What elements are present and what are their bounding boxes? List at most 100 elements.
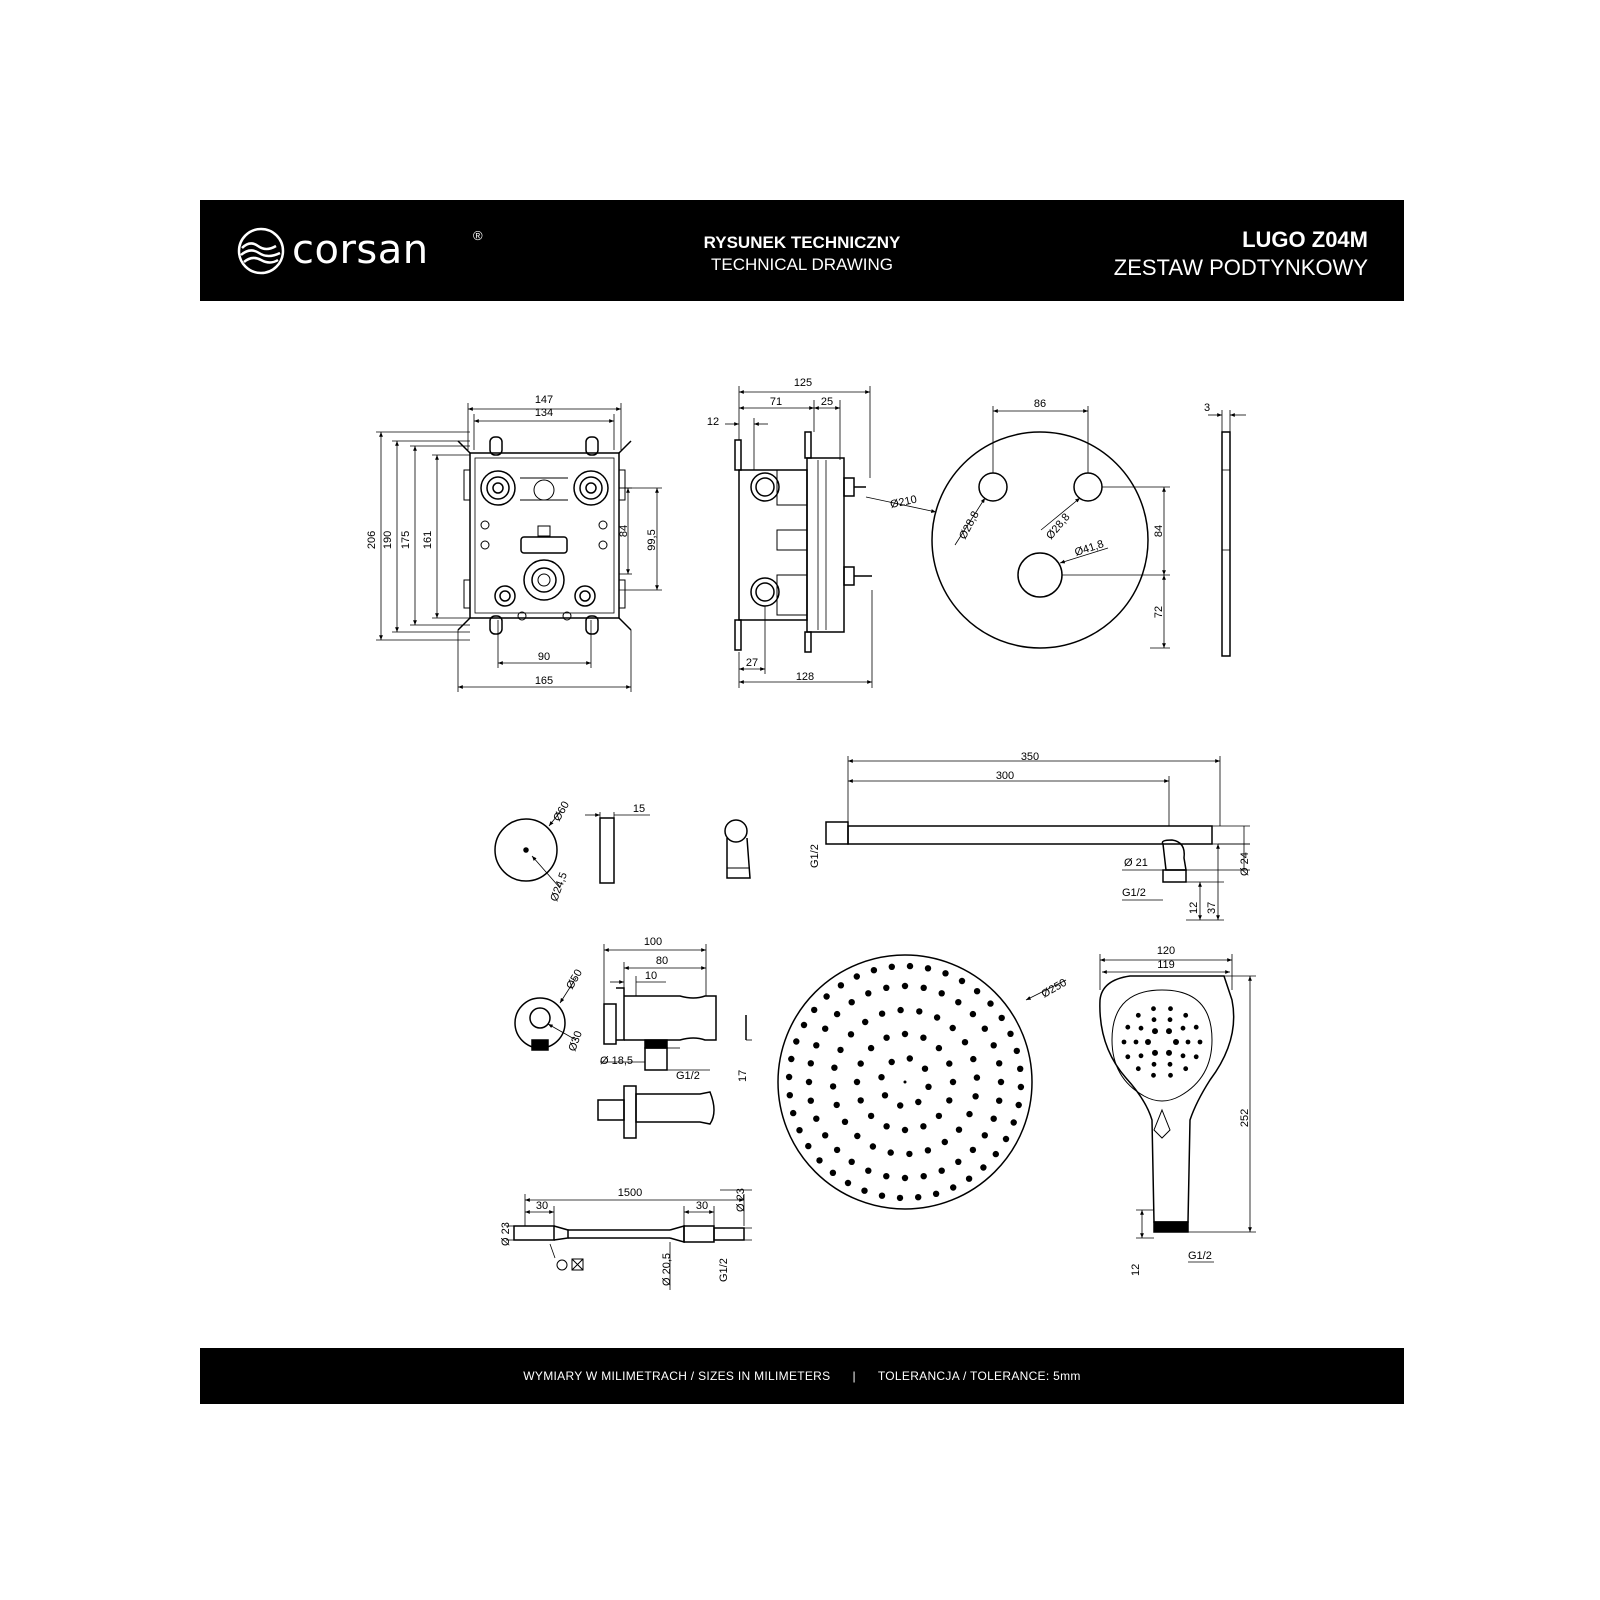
nozzle [970, 1055, 977, 1063]
nozzle [823, 993, 830, 1000]
dim-71: 71 [770, 396, 782, 408]
nozzle [854, 1132, 861, 1140]
box-side-view [734, 431, 872, 653]
nozzle [853, 973, 860, 980]
nozzle [816, 1157, 823, 1164]
nozzle [972, 1093, 979, 1100]
nozzle [946, 1060, 953, 1067]
dim-90: 90 [538, 651, 550, 663]
nozzle [813, 1115, 820, 1122]
hand-shower-labels: 120 119 252 12 G1/2 [1130, 945, 1251, 1276]
nozzle [966, 1110, 973, 1118]
nozzle [796, 1127, 803, 1134]
nozzle [807, 1097, 814, 1104]
hand-nozzle [1152, 1049, 1158, 1056]
nozzle [786, 1092, 793, 1099]
dim-12-hand: 12 [1130, 1264, 1142, 1276]
nozzle [865, 990, 872, 997]
hand-nozzle [1166, 1049, 1172, 1056]
nozzle [848, 1158, 855, 1166]
nozzle [878, 1074, 885, 1081]
units-note: WYMIARY W MILIMETRACH / SIZES IN MILIMET… [523, 1369, 831, 1383]
brand-logo: corsan ® [236, 226, 483, 278]
dim-125: 125 [794, 377, 812, 389]
nozzle [901, 1030, 909, 1038]
nozzle [867, 1112, 875, 1120]
nozzle [883, 1173, 890, 1180]
nozzle [925, 1083, 932, 1091]
product-code: LUGO Z04M [1242, 227, 1368, 252]
nozzle [800, 1021, 808, 1029]
nozzle [878, 1192, 886, 1199]
nozzle [1017, 1065, 1024, 1073]
dim-175: 175 [400, 531, 412, 549]
header-bar: corsan ® RYSUNEK TECHNICZNY TECHNICAL DR… [200, 200, 1404, 301]
nozzle [831, 1064, 838, 1071]
nozzle [857, 1097, 864, 1104]
dim-phi-50: Ø50 [564, 967, 585, 991]
product-name: ZESTAW PODTYNKOWY [1113, 255, 1368, 280]
hand-shower-nozzles [1121, 1006, 1203, 1078]
nozzle [955, 1126, 963, 1133]
nozzle [829, 1083, 837, 1090]
dim-30-right: 30 [696, 1200, 708, 1212]
nozzle [973, 988, 981, 995]
hand-nozzle [1151, 1072, 1156, 1078]
nozzle [949, 1024, 956, 1032]
nozzle [822, 1025, 829, 1032]
dim-37: 37 [1206, 902, 1218, 914]
hand-nozzle [1145, 1039, 1151, 1045]
hand-nozzle [1151, 1017, 1157, 1023]
nozzle [837, 982, 845, 989]
nozzle [848, 999, 855, 1006]
dim-119: 119 [1157, 959, 1175, 971]
dim-phi-30: Ø30 [567, 1029, 585, 1053]
nozzle [981, 1132, 988, 1139]
dim-phi-21: Ø 21 [1124, 857, 1148, 869]
hand-nozzle [1173, 1039, 1179, 1045]
hand-nozzle [1133, 1039, 1139, 1045]
hand-nozzle [1180, 1053, 1186, 1059]
thread-g1-2-arm: G1/2 [809, 844, 821, 868]
shower-arm-dims [847, 756, 1250, 921]
shower-arm-view [825, 821, 1213, 883]
nozzle [950, 1184, 957, 1191]
dim-72: 72 [1153, 606, 1165, 618]
shower-head-labels: Ø250 [1040, 977, 1069, 1001]
thread-g1-2-hand: G1/2 [1188, 1250, 1212, 1262]
dim-phi-60: Ø60 [551, 799, 572, 823]
hand-nozzle [1121, 1039, 1127, 1045]
nozzle [861, 1187, 868, 1194]
nozzle [887, 1149, 894, 1156]
dim-161: 161 [422, 531, 434, 549]
nozzle [865, 1167, 872, 1174]
hand-nozzle [1151, 1006, 1156, 1012]
shower-head-dims [1025, 979, 1067, 1001]
hand-nozzle [1166, 1028, 1172, 1035]
nozzle [1013, 1047, 1020, 1055]
nozzle [935, 1112, 943, 1120]
nozzle [920, 984, 927, 991]
dim-128: 128 [796, 671, 814, 683]
rosette-dims [531, 811, 650, 889]
hose-view [513, 1225, 745, 1271]
nozzle [790, 1109, 797, 1117]
nozzle [961, 1039, 969, 1046]
nozzle [901, 982, 909, 990]
nozzle [837, 1046, 844, 1054]
nozzle [811, 1006, 818, 1014]
nozzle [883, 1034, 890, 1041]
hose-labels: 1500 30 30 Ø 23 Ø 23 Ø 20,5 G1/2 [500, 1187, 747, 1286]
hand-nozzle [1167, 1017, 1173, 1023]
nozzle [1007, 1030, 1014, 1038]
hand-nozzle [1197, 1039, 1203, 1045]
wave-circle-logo-icon [237, 227, 285, 275]
nozzle [1002, 1135, 1010, 1143]
dim-phi-28-8-left: Ø28,8 [957, 509, 982, 541]
shower-head-nozzles [785, 962, 1025, 1202]
nozzle [897, 1006, 904, 1014]
footer-notes: WYMIARY W MILIMETRACH / SIZES IN MILIMET… [200, 1369, 1404, 1383]
nozzle [1010, 1119, 1017, 1126]
hand-shower-dims [1099, 954, 1256, 1263]
nozzle [996, 1097, 1003, 1104]
